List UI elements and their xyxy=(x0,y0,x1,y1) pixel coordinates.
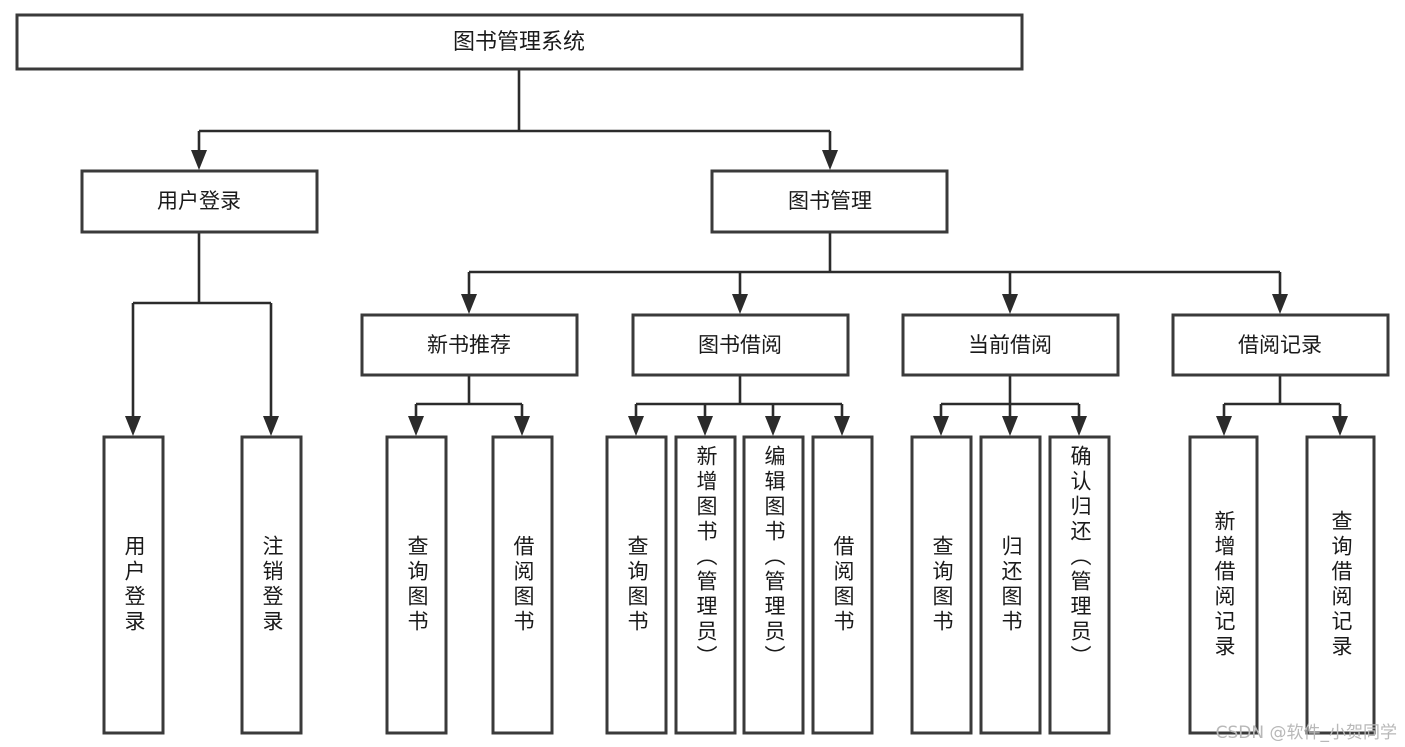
leaf-confirm-return-box[interactable] xyxy=(1048,435,1111,735)
arrowhead-leaf-edit-book xyxy=(765,416,781,436)
leaf-return-book-box[interactable] xyxy=(979,435,1042,735)
arrowhead-leaf-query-book-1 xyxy=(408,416,424,436)
node-book-borrow[interactable]: 图书借阅 xyxy=(631,313,850,377)
node-new-book-rec-box[interactable] xyxy=(360,313,579,377)
node-current-borrow-box[interactable] xyxy=(901,313,1120,377)
arrowhead-leaf-query-book-3 xyxy=(933,416,949,436)
arrowhead-current-borrow xyxy=(1002,294,1018,314)
node-borrow-record-box[interactable] xyxy=(1171,313,1390,377)
node-user-login-box[interactable] xyxy=(80,169,319,234)
node-current-borrow[interactable]: 当前借阅 xyxy=(901,313,1120,377)
leaf-query-book-3-box[interactable] xyxy=(910,435,973,735)
leaf-boxes xyxy=(102,435,1376,735)
arrowhead-leaf-confirm-return xyxy=(1071,416,1087,436)
leaf-logout-box[interactable] xyxy=(240,435,303,735)
node-user-login-label: 用户登录 xyxy=(157,189,241,213)
node-book-borrow-box[interactable] xyxy=(631,313,850,377)
leaf-query-book-1-box[interactable] xyxy=(385,435,448,735)
node-user-login[interactable]: 用户登录 xyxy=(80,169,319,234)
arrowhead-leaf-add-record xyxy=(1216,416,1232,436)
node-borrow-record[interactable]: 借阅记录 xyxy=(1171,313,1390,377)
node-layer: 图书管理系统 用户登录 图书管理 新书推荐 图书借阅 xyxy=(15,13,1390,735)
connector-layer xyxy=(125,69,1348,436)
leaf-add-book-box[interactable] xyxy=(674,435,737,735)
leaf-query-record-box[interactable] xyxy=(1305,435,1376,735)
node-root[interactable]: 图书管理系统 xyxy=(15,13,1024,71)
node-book-borrow-label: 图书借阅 xyxy=(698,333,782,357)
node-root-label: 图书管理系统 xyxy=(453,30,585,55)
arrowhead-leaf-borrow-book-1 xyxy=(514,416,530,436)
arrowhead-leaf-user-login xyxy=(125,416,141,436)
arrowhead-leaf-return-book xyxy=(1002,416,1018,436)
leaf-borrow-book-2-box[interactable] xyxy=(811,435,874,735)
leaf-add-record-box[interactable] xyxy=(1188,435,1259,735)
node-book-manage[interactable]: 图书管理 xyxy=(710,169,949,234)
leaf-user-login-box[interactable] xyxy=(102,435,165,735)
node-current-borrow-label: 当前借阅 xyxy=(968,333,1052,357)
arrowhead-book-borrow xyxy=(732,294,748,314)
arrowhead-leaf-query-record xyxy=(1332,416,1348,436)
node-borrow-record-label: 借阅记录 xyxy=(1238,333,1322,357)
node-book-manage-label: 图书管理 xyxy=(788,189,872,213)
arrowhead-leaf-borrow-book-2 xyxy=(834,416,850,436)
node-book-manage-box[interactable] xyxy=(710,169,949,234)
arrowhead-borrow-record xyxy=(1272,294,1288,314)
node-new-book-rec[interactable]: 新书推荐 xyxy=(360,313,579,377)
arrowhead-leaf-logout xyxy=(263,416,279,436)
arrowhead-book-manage xyxy=(822,150,838,170)
arrowhead-leaf-query-book-2 xyxy=(628,416,644,436)
arrowhead-user-login xyxy=(191,150,207,170)
arrowhead-new-book-rec xyxy=(461,294,477,314)
leaf-query-book-2-box[interactable] xyxy=(605,435,668,735)
node-root-box[interactable] xyxy=(15,13,1024,71)
leaf-borrow-book-1-box[interactable] xyxy=(491,435,554,735)
arrowhead-leaf-add-book xyxy=(697,416,713,436)
leaf-edit-book-box[interactable] xyxy=(742,435,805,735)
node-new-book-rec-label: 新书推荐 xyxy=(427,333,511,357)
